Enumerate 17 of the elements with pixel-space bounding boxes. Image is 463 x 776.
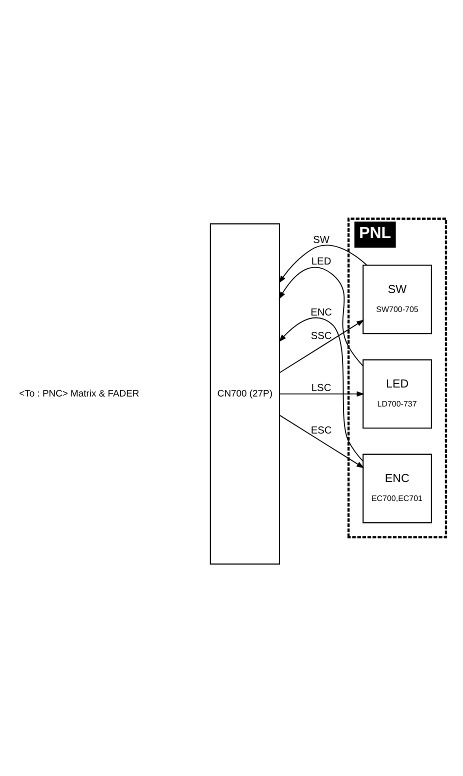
- node-box: LED LD700-737: [362, 358, 432, 428]
- edge-label: ESC: [310, 424, 332, 436]
- node-box: SW SW700-705: [362, 264, 432, 334]
- node-box: CN700 (27P): [210, 222, 280, 564]
- arrow: [278, 266, 364, 366]
- node-box: ENC EC700,EC701: [362, 453, 432, 523]
- arrow: [279, 390, 364, 396]
- arrow: [278, 244, 368, 283]
- arrow: [279, 414, 364, 468]
- edge-label: LED: [311, 256, 332, 268]
- edge-label: ENC: [310, 307, 332, 318]
- label: <To : PNC> Matrix & FADER: [19, 388, 140, 399]
- arrow: [279, 319, 364, 373]
- arrow: [278, 316, 364, 462]
- edge-label: LSC: [311, 382, 332, 394]
- edge-label: SSC: [310, 330, 332, 342]
- edge-label: SW: [313, 234, 330, 246]
